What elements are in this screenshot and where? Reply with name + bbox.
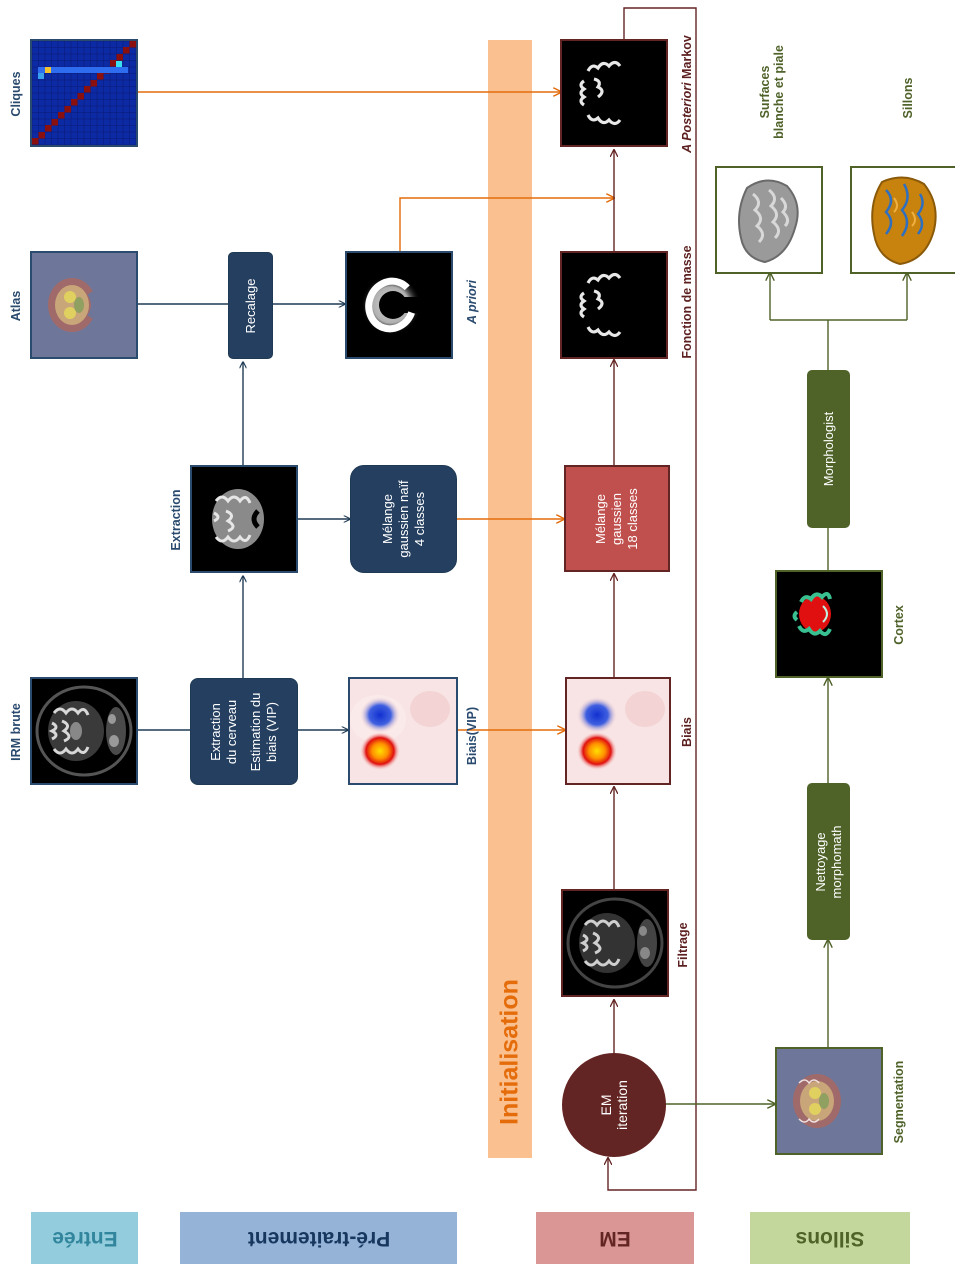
initialisation-label: Initialisation: [495, 979, 524, 1125]
atlas-label: Atlas: [9, 290, 23, 322]
fonction-de-masse-image: [560, 251, 668, 359]
atlas-image: [30, 251, 138, 359]
sillons-image: [850, 166, 955, 274]
cortex-label: Cortex: [892, 605, 906, 645]
a-posteriori-text: A Posteriori: [680, 82, 694, 153]
surfaces-image: [715, 166, 823, 274]
melange-18-line3: 18 classes: [625, 487, 640, 550]
extraction-cerveau-line1: Extraction: [208, 702, 223, 761]
cliques-matrix-image: [30, 39, 138, 147]
melange-naif-box: Mélange gaussien naïf 4 classes: [350, 465, 457, 573]
em-iteration-circle: EM iteration: [562, 1053, 666, 1157]
em-iteration-line1: EM: [598, 1094, 614, 1116]
legend-entree: Entrée: [31, 1212, 138, 1264]
extraction-cerveau-line4: Estimation du: [248, 692, 263, 771]
extraction-cerveau-line5: biais (VIP): [264, 701, 279, 762]
recalage-label: Recalage: [242, 278, 258, 333]
melange-naif-line2: gaussien naïf: [395, 480, 411, 558]
markov-text: Markov: [680, 35, 694, 83]
irm-brute-label: IRM brute: [9, 703, 23, 761]
extraction-cerveau-line2: du cerveau: [224, 699, 239, 764]
surfaces-label: Surfaces blanche et piale: [758, 45, 786, 139]
nettoyage-line2: morphomath: [828, 825, 844, 898]
melange-18-line2: gaussien: [609, 492, 624, 545]
recalage-box: Recalage: [228, 252, 273, 359]
melange-18-line1: Mélange: [593, 493, 608, 544]
legend-em: EM: [536, 1212, 694, 1264]
irm-brute-image: [30, 677, 138, 785]
biais-vip-image: [348, 677, 458, 785]
cliques-label: Cliques: [9, 71, 23, 117]
biais-vip-label: Biais(VIP): [465, 706, 479, 766]
biais-image: [565, 677, 671, 785]
morphologist-box: Morphologist: [807, 370, 850, 528]
biais-label: Biais: [680, 717, 694, 747]
sillons-out-label: Sillons: [901, 77, 915, 119]
filtrage-label: Filtrage: [676, 922, 690, 968]
melange-18-box: Mélange gaussien 18 classes: [564, 465, 670, 572]
nettoyage-box: Nettoyage morphomath: [807, 783, 850, 940]
segmentation-image: [775, 1047, 883, 1155]
filtrage-image: [561, 889, 669, 997]
extraction-label: Extraction: [169, 489, 183, 551]
nettoyage-line1: Nettoyage: [812, 831, 828, 892]
cortex-image: [775, 570, 883, 678]
extraction-image: [190, 465, 298, 573]
extraction-cerveau-box: Extraction du cerveau Estimation du biai…: [190, 678, 298, 785]
legend-pretraitement: Pré-traitement: [180, 1212, 457, 1264]
melange-naif-line1: Mélange: [379, 494, 395, 544]
a-posteriori-markov-image: [560, 39, 668, 147]
segmentation-label: Segmentation: [892, 1060, 906, 1144]
surfaces-label-line1: Surfaces: [758, 65, 772, 119]
fonction-de-masse-label: Fonction de masse: [680, 245, 694, 359]
initialisation-band: [488, 40, 532, 1158]
melange-naif-line3: 4 classes: [411, 491, 427, 547]
morphologist-label: Morphologist: [820, 411, 836, 487]
a-priori-label: A priori: [465, 280, 479, 324]
a-posteriori-markov-label: A Posteriori Markov: [677, 35, 697, 153]
a-priori-image: [345, 251, 453, 359]
em-iteration-line2: iteration: [614, 1080, 630, 1130]
legend-sillons: Sillons: [750, 1212, 910, 1264]
surfaces-label-line2: blanche et piale: [772, 45, 786, 139]
